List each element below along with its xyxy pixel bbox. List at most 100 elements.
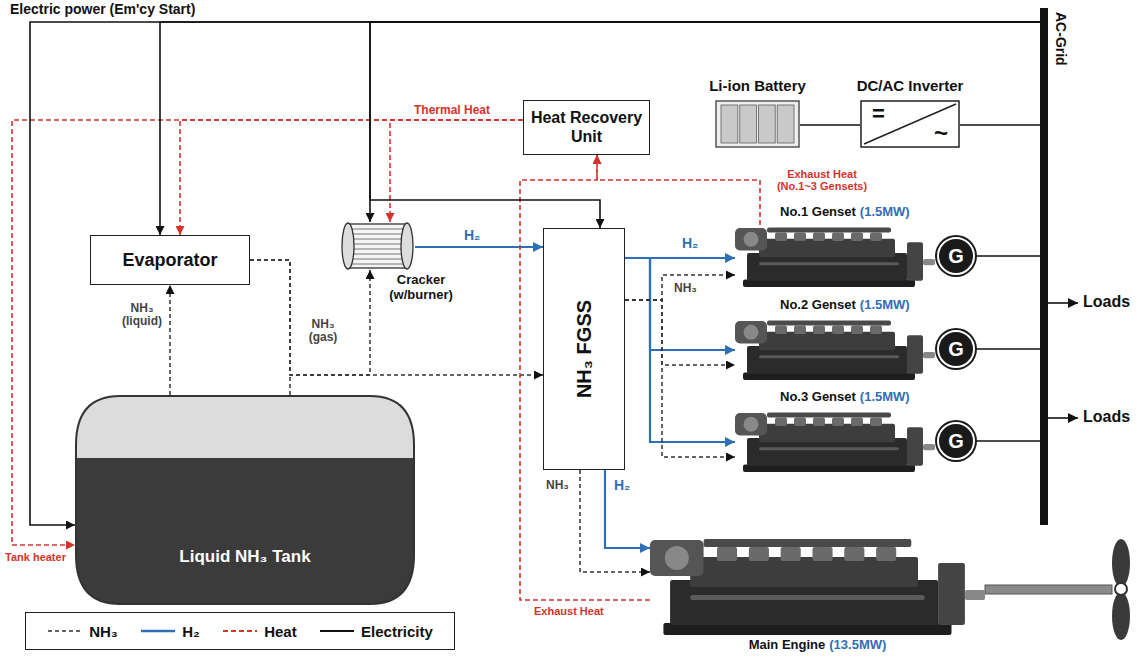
cylinder-head [812,547,832,561]
text-holder: G [939,332,973,366]
cylinder-head [781,547,801,561]
node-label: Li-ion Battery [709,77,806,94]
tube-line [350,244,405,245]
elec-line [975,440,1040,442]
elec-line [975,348,1040,350]
gas-outlet [289,375,291,395]
vapour-space [75,395,415,605]
battery-cell [759,105,776,143]
cylinder-head [851,325,863,334]
legend-swatch [47,626,83,636]
legend-swatch [222,626,258,636]
engine-drawing [735,318,935,380]
storage-tank: Liquid NH₃ Tank [75,395,415,605]
engine-rail [759,355,899,358]
legend-box: NH₃H₂HeatElectricity [25,612,455,650]
heat-line [180,120,523,235]
flywheel-housing [907,242,923,280]
cracker-end [401,223,413,269]
nh3-line [580,470,650,572]
text-holder: Li-ion Battery [709,77,806,94]
exhaust-manifold [767,320,891,325]
text-holder: No.3 Genset(1.5MW) [780,390,910,405]
ac-bus-bar: AC-Grid [1040,8,1048,525]
legend-item: Heat [222,623,297,640]
cylinder-head [813,417,825,426]
elec-line [960,124,1040,126]
generator-symbol: G [937,237,975,275]
battery-cell [721,105,738,143]
node-label: Cracker (w/burner) [380,273,462,303]
tube-line [350,264,405,265]
cylinder-head [832,325,844,334]
legend-swatch [319,626,355,636]
node-label: G [948,430,964,453]
liquid-level [75,458,415,605]
node-label: Heat Recovery Unit [528,109,645,146]
cracker-unit: Cracker (w/burner) [340,222,415,270]
legend-label: NH₃ [89,623,118,640]
generator-symbol: G [937,330,975,368]
node-label: Main Engine [749,638,826,653]
engine-rail [759,447,899,450]
h2-line [415,246,543,248]
node-label: NH₃ FGSS [573,300,596,398]
cylinder-head [813,325,825,334]
node-label: G [948,338,964,361]
generator-symbol: G [937,422,975,460]
engine: No.1 Genset(1.5MW) [735,225,935,287]
engine-upper [759,424,895,443]
cylinder-head [870,417,882,426]
text-holder: Cracker (w/burner) [380,273,462,303]
flywheel-housing [907,335,923,373]
propeller-hub [1115,583,1127,595]
cylinder-head [813,232,825,241]
h2-line [625,258,735,350]
tank-drawing [75,395,415,605]
cylinder-head [775,417,787,426]
flow-label: NH₃ [672,282,699,295]
load-label: Loads [1083,408,1130,426]
inverter-box: DC/AC Inverter=~ [860,100,960,148]
tube-line [350,239,405,240]
flywheel-housing [907,427,923,465]
node-label: No.2 Genset [780,298,856,313]
node-label: Liquid NH₃ Tank [75,547,415,567]
propeller-shaft [985,585,1112,594]
node-label: ~ [934,119,948,147]
process-box: Heat Recovery Unit [523,100,650,155]
cracker-shell [348,224,407,268]
turbo-inlet [744,417,759,432]
turbocharger [735,321,767,343]
cylinder-head [749,547,769,561]
flow-label: NH₃ (liquid) [116,302,168,328]
node-label: No.1 Genset [780,205,856,220]
cracker-drawing [340,222,415,270]
load-arrow [1048,302,1078,304]
cylinder-head [870,232,882,241]
engine-drawing [735,225,935,287]
flow-label: Exhaust Heat (No.1~3 Gensets) [770,168,874,192]
flow-label: Exhaust Heat [532,605,606,617]
text-holder: Evaporator [91,236,249,284]
engine: No.3 Genset(1.5MW) [735,410,935,472]
node-label: AC-Grid [1053,12,1069,66]
cylinder-head [794,417,806,426]
inverter-frame [861,101,959,147]
cylinder-head [832,232,844,241]
load-arrow [1048,417,1078,419]
nh3-line [625,300,735,365]
cylinder-head [870,325,882,334]
propeller-blade [1112,592,1130,640]
node-label: Evaporator [122,250,217,271]
engine-upper [690,557,918,587]
text-holder: NH₃ FGSS [544,229,624,469]
flow-label: NH₃ [544,479,571,492]
h2-line [625,258,735,442]
turbocharger [735,228,767,250]
process-box: Evaporator [90,235,250,285]
flow-label: NH₃ (gas) [298,318,348,344]
tube-line [350,234,405,235]
turbo-inlet [744,325,759,340]
turbocharger [735,413,767,435]
